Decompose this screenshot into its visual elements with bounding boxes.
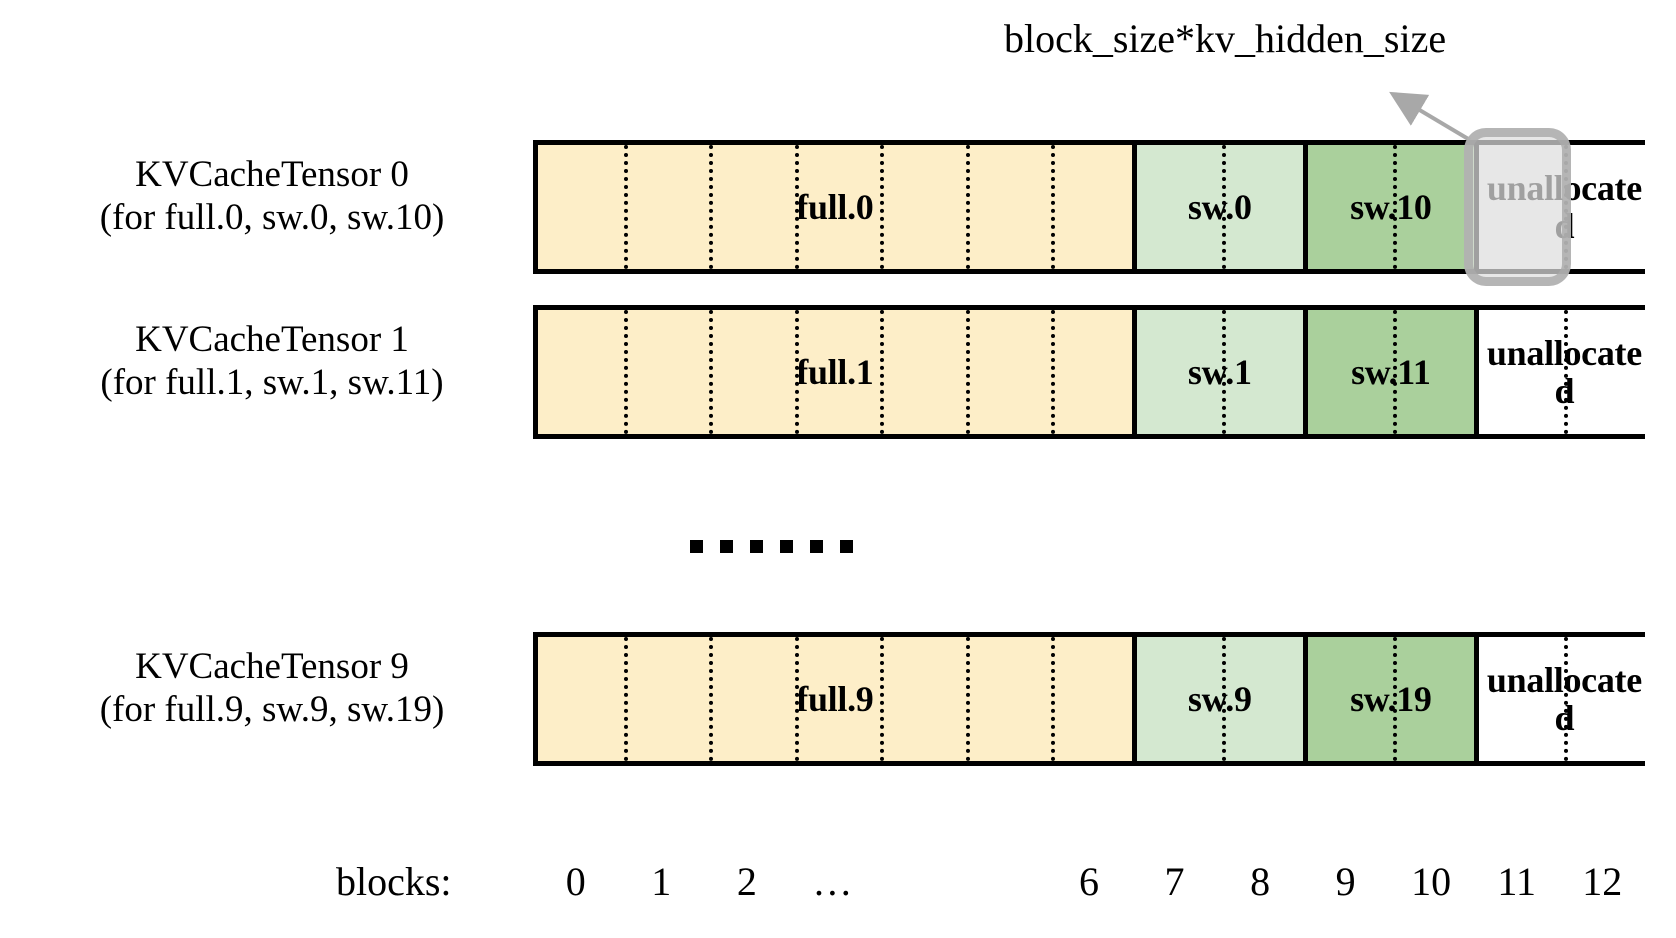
block-divider <box>1564 637 1569 761</box>
segment-label: unallocated <box>1486 659 1642 738</box>
kv-cache-tensor-bar[interactable]: full.1 sw.1 sw.11 unallocated <box>533 305 1650 439</box>
block-divider <box>623 637 628 761</box>
block-divider <box>709 637 714 761</box>
segment-label: sw.11 <box>1351 351 1431 392</box>
segment-label: sw.10 <box>1350 186 1432 227</box>
tensor-segment-sliding-dark[interactable]: sw.10 <box>1307 145 1479 269</box>
tensor-name: KVCacheTensor 9 <box>135 646 409 687</box>
tensor-segment-sliding-dark[interactable]: sw.19 <box>1307 637 1479 761</box>
segment-label: full.0 <box>796 186 874 227</box>
segment-label: sw.9 <box>1187 678 1252 719</box>
tensor-segment-full[interactable]: full.1 <box>538 310 1137 434</box>
axis-label-blocks: blocks: <box>336 859 452 904</box>
block-divider <box>1222 637 1227 761</box>
tensor-segment-full[interactable]: full.9 <box>538 637 1137 761</box>
tensor-segment-sliding-dark[interactable]: sw.11 <box>1307 310 1479 434</box>
block-divider <box>1393 145 1398 269</box>
tensor-row-label: KVCacheTensor 9(for full.9, sw.9, sw.19) <box>20 646 524 732</box>
block-divider <box>880 637 885 761</box>
axis-tick: 8 <box>1250 859 1271 904</box>
block-divider <box>794 145 799 269</box>
axis-tick: 2 <box>736 859 757 904</box>
tensor-row-label: KVCacheTensor 1(for full.1, sw.1, sw.11) <box>20 319 524 405</box>
kv-cache-tensor-bar[interactable]: full.0 sw.0 sw.10 unallocated <box>533 140 1650 274</box>
block-divider <box>709 145 714 269</box>
tensor-segment-sliding-light[interactable]: sw.9 <box>1136 637 1308 761</box>
axis-tick: 11 <box>1497 859 1536 904</box>
tensor-segment-unallocated[interactable]: unallocated <box>1478 145 1650 269</box>
block-divider <box>880 145 885 269</box>
tensor-segment-full[interactable]: full.0 <box>538 145 1137 269</box>
block-divider <box>1393 310 1398 434</box>
block-divider <box>880 310 885 434</box>
tensor-segment-sliding-light[interactable]: sw.1 <box>1136 310 1308 434</box>
tensor-contents: (for full.9, sw.9, sw.19) <box>99 688 445 730</box>
block-divider <box>794 310 799 434</box>
tensor-row-label: KVCacheTensor 0(for full.0, sw.0, sw.10) <box>20 154 524 240</box>
block-divider <box>709 310 714 434</box>
segment-label: sw.1 <box>1187 351 1252 392</box>
axis-tick: 0 <box>565 859 586 904</box>
block-divider <box>1222 310 1227 434</box>
tensor-name: KVCacheTensor 1 <box>135 319 409 360</box>
tensor-segment-unallocated[interactable]: unallocated <box>1478 310 1650 434</box>
block-size-annotation: block_size*kv_hidden_size <box>1004 16 1447 61</box>
block-divider <box>1222 145 1227 269</box>
block-divider <box>1393 637 1398 761</box>
kv-cache-tensor-bar[interactable]: full.9 sw.9 sw.19 unallocated <box>533 632 1650 766</box>
axis-tick: 1 <box>651 859 672 904</box>
axis-tick: 12 <box>1582 859 1623 904</box>
block-divider <box>1051 310 1056 434</box>
axis-tick: 7 <box>1164 859 1185 904</box>
block-divider <box>965 310 970 434</box>
vertical-ellipsis <box>690 540 853 553</box>
block-divider <box>1564 310 1569 434</box>
block-divider <box>1051 637 1056 761</box>
axis-tick: … <box>812 859 853 904</box>
tensor-segment-unallocated[interactable]: unallocated <box>1478 637 1650 761</box>
axis-tick: 10 <box>1411 859 1452 904</box>
segment-label: sw.19 <box>1350 678 1432 719</box>
segment-label: sw.0 <box>1187 186 1252 227</box>
block-divider <box>623 145 628 269</box>
block-divider <box>965 145 970 269</box>
axis-tick: 6 <box>1079 859 1099 904</box>
axis-tick: 9 <box>1335 859 1356 904</box>
segment-label: full.1 <box>796 351 874 392</box>
block-divider <box>794 637 799 761</box>
segment-label: full.9 <box>796 678 874 719</box>
block-divider <box>623 310 628 434</box>
segment-label: unallocated <box>1486 332 1642 411</box>
tensor-contents: (for full.0, sw.0, sw.10) <box>99 196 445 238</box>
block-divider <box>1051 145 1056 269</box>
segment-label: unallocated <box>1486 167 1642 246</box>
tensor-contents: (for full.1, sw.1, sw.11) <box>100 361 444 403</box>
tensor-segment-sliding-light[interactable]: sw.0 <box>1136 145 1308 269</box>
block-divider <box>965 637 970 761</box>
tensor-name: KVCacheTensor 0 <box>135 154 409 195</box>
